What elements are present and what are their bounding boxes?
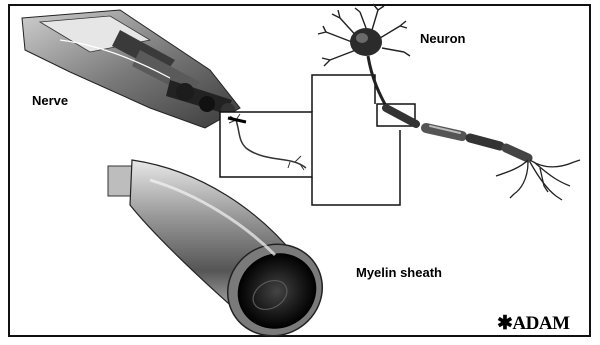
neuron-label: Neuron	[420, 31, 466, 46]
nerve-inset-box	[220, 112, 312, 177]
connector-lines	[312, 75, 400, 205]
myelin-sheath-tube	[108, 160, 339, 345]
adam-logo: ✱ADAM	[497, 312, 570, 335]
nerve-bundle	[22, 10, 240, 128]
nerve-label: Nerve	[32, 93, 68, 108]
myelin-sheath-label: Myelin sheath	[356, 265, 442, 280]
